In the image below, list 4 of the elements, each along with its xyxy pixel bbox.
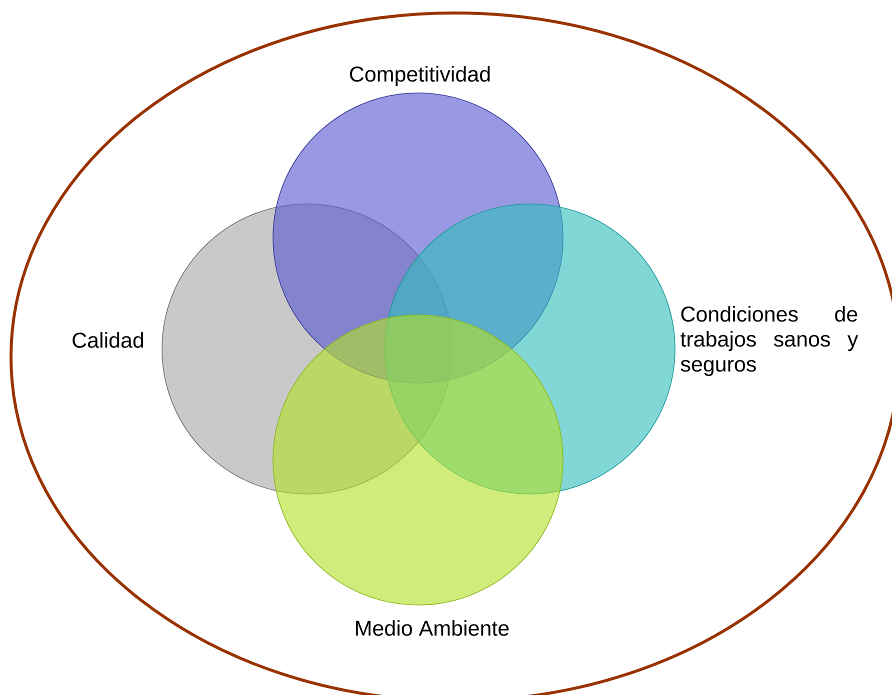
circle-label: Condiciones de trabajos sanos y seguros — [680, 306, 858, 376]
circle-label: Competitividad — [350, 66, 490, 86]
circle-label: Medio Ambiente — [356, 620, 509, 636]
circle-label: Calidad — [72, 332, 144, 348]
